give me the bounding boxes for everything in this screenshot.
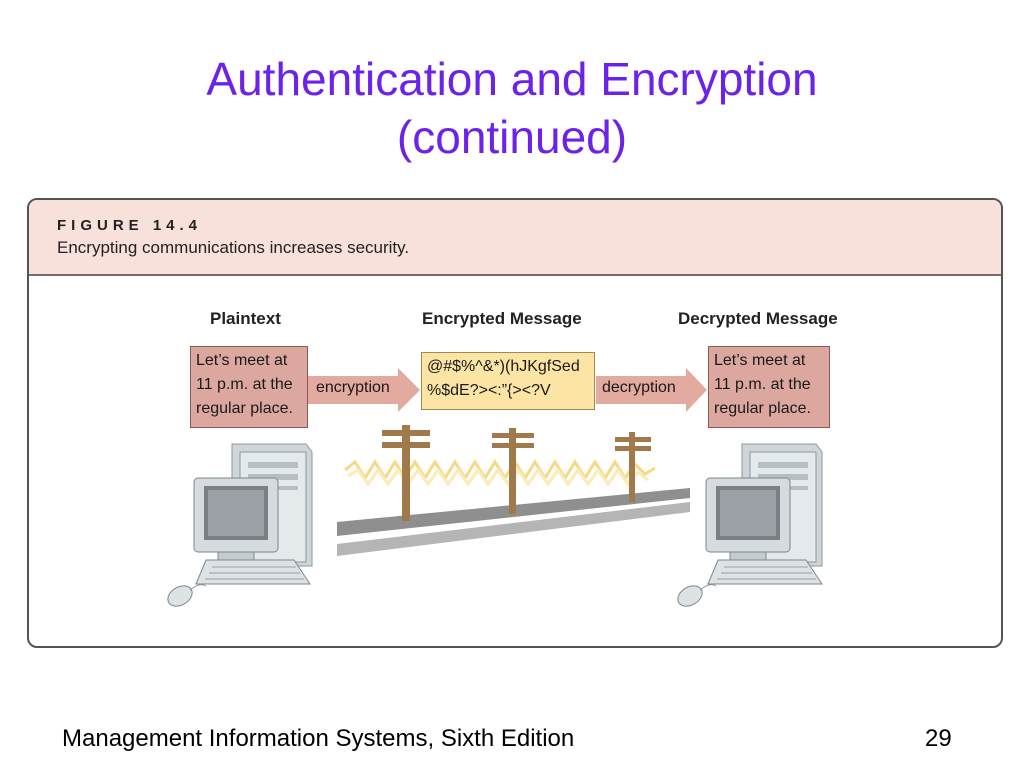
encrypted-message-box: @#$%^&*)(hJKgfSed %$dE?><:”{><?V [421,352,595,410]
encryption-arrow [308,368,420,412]
telephone-pole-icon [492,428,534,514]
receiver-computer-icon [677,443,823,607]
encrypted-message-label: Encrypted Message [422,309,582,328]
figure-caption: Encrypting communications increases secu… [57,238,410,257]
plaintext-line: Let’s meet at [196,352,288,369]
telephone-pole-icon [615,432,651,502]
encrypted-line: %$dE?><:”{><?V [427,382,551,399]
decryption-arrow-label: decryption [602,379,676,396]
sender-computer-icon [167,443,313,607]
slide-title-line1: Authentication and Encryption [206,53,818,105]
decryption-arrow [596,368,707,412]
cable-road-light [337,502,690,556]
plaintext-message-box: Let’s meet at 11 p.m. at the regular pla… [190,346,308,428]
encrypted-line: @#$%^&*)(hJKgfSed [427,358,580,375]
figure-number: FIGURE 14.4 [57,217,203,234]
decrypted-message-box: Let’s meet at 11 p.m. at the regular pla… [708,346,830,428]
plaintext-line: 11 p.m. at the [196,376,293,393]
decrypted-message-label: Decrypted Message [678,309,838,328]
slide-page-number: 29 [925,725,952,752]
telephone-pole-icon [382,425,430,521]
signal-wave-icon [344,459,656,487]
encryption-arrow-label: encryption [316,379,390,396]
figure-panel: FIGURE 14.4 Encrypting communications in… [27,198,1003,648]
figure-header: FIGURE 14.4 Encrypting communications in… [29,200,1001,276]
slide-title: Authentication and Encryption (continued… [0,50,1024,166]
plaintext-line: regular place. [196,400,293,417]
decrypted-line: Let’s meet at [714,352,806,369]
slide-title-line2: (continued) [396,111,628,163]
decrypted-line: 11 p.m. at the [714,376,811,393]
decrypted-line: regular place. [714,400,811,417]
footer-book-title: Management Information Systems, Sixth Ed… [62,725,575,752]
plaintext-label: Plaintext [210,309,281,328]
